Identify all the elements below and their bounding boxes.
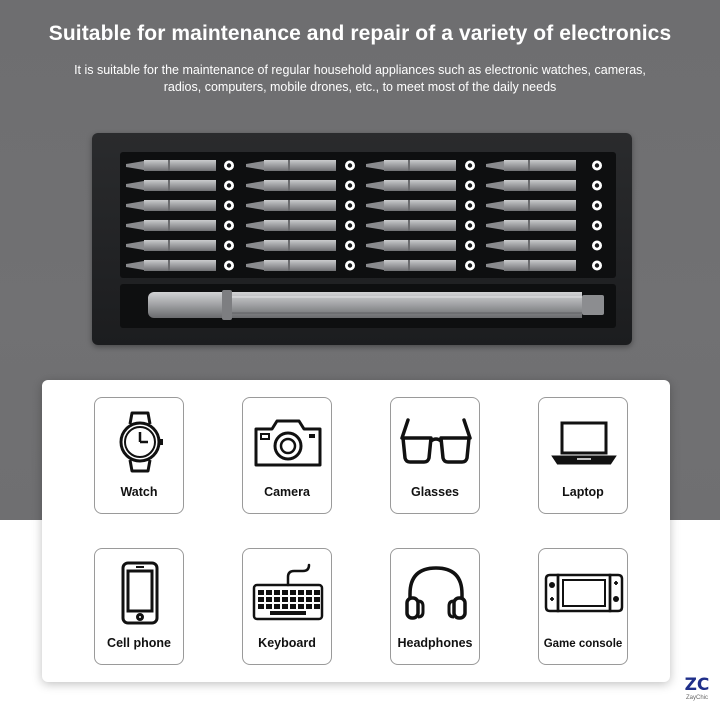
device-tile-game-console: Game console bbox=[538, 548, 628, 665]
keyboard-key bbox=[266, 604, 272, 609]
brand-name: ZayChic bbox=[685, 695, 708, 701]
device-tile-headphones: Headphones bbox=[390, 548, 480, 665]
keyboard-key bbox=[290, 590, 296, 595]
keyboard-key bbox=[306, 604, 312, 609]
device-tile-glasses: Glasses bbox=[390, 397, 480, 514]
keyboard-key bbox=[306, 590, 312, 595]
glasses-icon bbox=[396, 408, 476, 476]
keyboard-key bbox=[290, 604, 296, 609]
keyboard-key bbox=[282, 590, 288, 595]
game-console-icon bbox=[544, 559, 624, 627]
device-label: Game console bbox=[543, 638, 623, 650]
device-tile-keyboard: Keyboard bbox=[242, 548, 332, 665]
keyboard-key bbox=[258, 597, 264, 602]
keyboard-key bbox=[266, 590, 272, 595]
keyboard-key bbox=[314, 597, 320, 602]
camera-icon bbox=[248, 408, 328, 476]
keyboard-key bbox=[290, 597, 296, 602]
device-tile-laptop: Laptop bbox=[538, 397, 628, 514]
brand-mark: ZC bbox=[684, 675, 710, 695]
keyboard-key bbox=[258, 590, 264, 595]
device-tile-cell-phone: Cell phone bbox=[94, 548, 184, 665]
keyboard-key bbox=[282, 604, 288, 609]
keyboard-key bbox=[298, 590, 304, 595]
keyboard-icon bbox=[248, 559, 328, 627]
keyboard-key bbox=[258, 604, 264, 609]
device-tile-watch: Watch bbox=[94, 397, 184, 514]
keyboard-key bbox=[306, 597, 312, 602]
keyboard-key bbox=[282, 597, 288, 602]
keyboard-key bbox=[274, 604, 280, 609]
device-label: Laptop bbox=[562, 485, 604, 499]
page-title: Suitable for maintenance and repair of a… bbox=[48, 22, 672, 45]
keyboard-key bbox=[314, 604, 320, 609]
keyboard-key bbox=[298, 597, 304, 602]
bit-tray bbox=[120, 152, 616, 278]
keyboard-key bbox=[266, 597, 272, 602]
device-tile-camera: Camera bbox=[242, 397, 332, 514]
device-label: Keyboard bbox=[258, 636, 316, 650]
device-label: Headphones bbox=[397, 636, 473, 650]
keyboard-key bbox=[274, 597, 280, 602]
brand-logo: ZC ZayChic bbox=[680, 676, 714, 712]
headphones-icon bbox=[396, 559, 476, 627]
device-label: Watch bbox=[120, 485, 158, 499]
keyboard-key bbox=[298, 604, 304, 609]
watch-icon bbox=[100, 408, 180, 476]
device-label: Cell phone bbox=[107, 636, 171, 650]
cell-phone-icon bbox=[100, 559, 180, 627]
device-label: Camera bbox=[264, 485, 310, 499]
keyboard-key bbox=[314, 590, 320, 595]
keyboard-spacebar bbox=[270, 611, 306, 615]
page-subtitle: It is suitable for the maintenance of re… bbox=[74, 63, 646, 94]
handle-slot bbox=[120, 284, 616, 328]
keyboard-key bbox=[274, 590, 280, 595]
device-label: Glasses bbox=[411, 485, 459, 499]
laptop-icon bbox=[544, 408, 624, 476]
